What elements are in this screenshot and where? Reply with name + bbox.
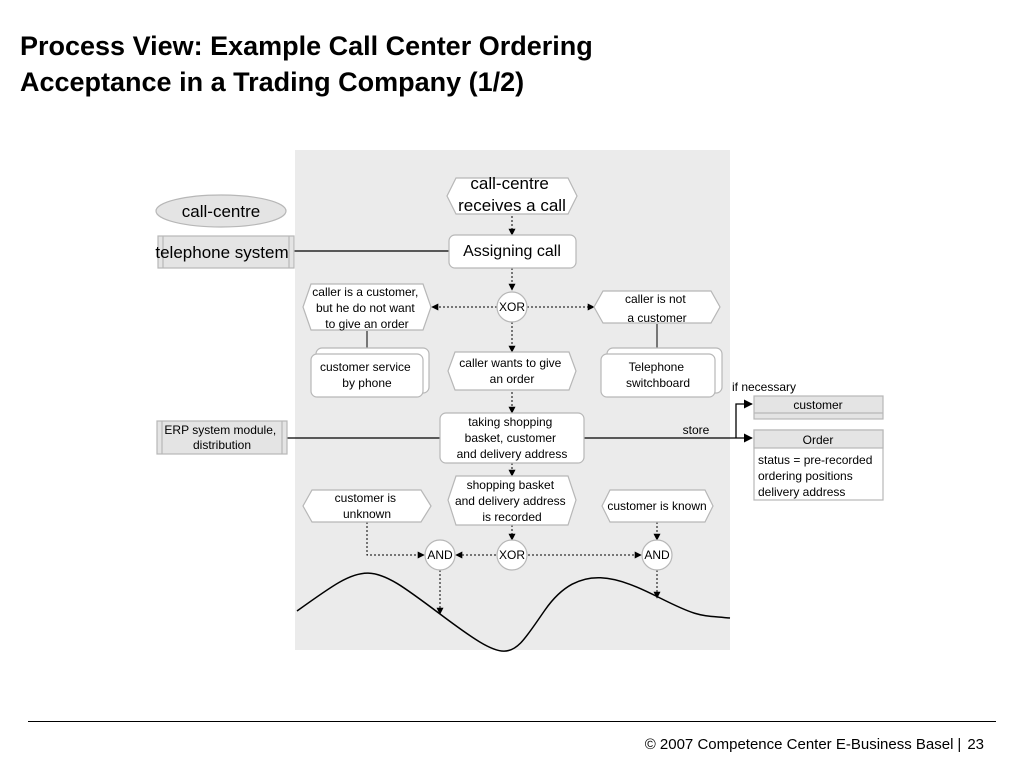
labels: call-centre receives a call call-centre … [155,174,876,562]
data-order-title: Order [803,433,834,447]
page-number: 23 [967,736,984,753]
and-left-label: AND [427,548,453,562]
and-shape-left [424,539,456,571]
shapes [155,177,884,571]
xor-shape-bottom [496,539,528,571]
function-assigning-label: Assigning call [463,243,561,260]
function-shape-switchboard [600,353,716,398]
system-shape-telephone [157,235,295,269]
title-line-2: Acceptance in a Trading Company (1/2) [20,67,525,97]
footer-separator: | [957,736,962,753]
slide-title: Process View: Example Call Center Orderi… [20,28,780,100]
event-customer-no-order: caller is a customer, but he do not want… [312,285,421,331]
title-line-1: Process View: Example Call Center Orderi… [20,31,593,61]
event-basket-recorded: shopping basket and delivery address is … [455,478,569,524]
label-store: store [683,423,710,437]
event-wants-order: caller wants to give an order [459,356,564,386]
footer-divider [28,721,996,722]
system-telephone-label: telephone system [155,243,288,262]
event-customer-unknown: customer is unknown [335,491,400,521]
footer: © 2007 Competence Center E-Business Base… [645,736,984,753]
event-start: call-centre receives a call [458,174,566,215]
data-customer-label: customer [793,398,842,412]
data-order-attrs: status = pre-recorded ordering positions… [758,453,876,499]
label-if-necessary: if necessary [732,380,796,394]
function-shape-taking-basket [439,412,585,464]
and-shape-right [641,539,673,571]
system-erp-label: ERP system module, distribution [164,423,279,452]
event-shape-customer-unknown [302,489,432,523]
function-taking-basket: taking shopping basket, customer and del… [457,415,568,461]
event-shape-start [446,177,578,215]
connectors [286,216,753,652]
event-not-customer: caller is not a customer [625,292,689,325]
function-shape-customer-service [310,353,424,398]
and-right-label: AND [644,548,670,562]
org-unit-shape [155,194,287,228]
function-customer-service: customer service by phone [320,360,414,390]
org-unit-label: call-centre [182,202,260,221]
footer-copyright: © 2007 Competence Center E-Business Base… [644,736,954,753]
event-customer-known: customer is known [607,499,706,513]
event-shape-customer-no-order [302,283,432,331]
event-shape-basket-recorded [447,475,577,526]
function-shape-assigning [448,234,577,269]
event-shape-customer-known [601,489,714,523]
xor-shape-top [496,291,528,323]
xor-bottom-label: XOR [499,548,525,562]
system-shape-erp [156,420,288,455]
event-shape-wants-order [447,351,577,391]
function-switchboard: Telephone switchboard [626,360,690,390]
xor-top-label: XOR [499,300,525,314]
event-shape-not-customer [593,290,721,324]
